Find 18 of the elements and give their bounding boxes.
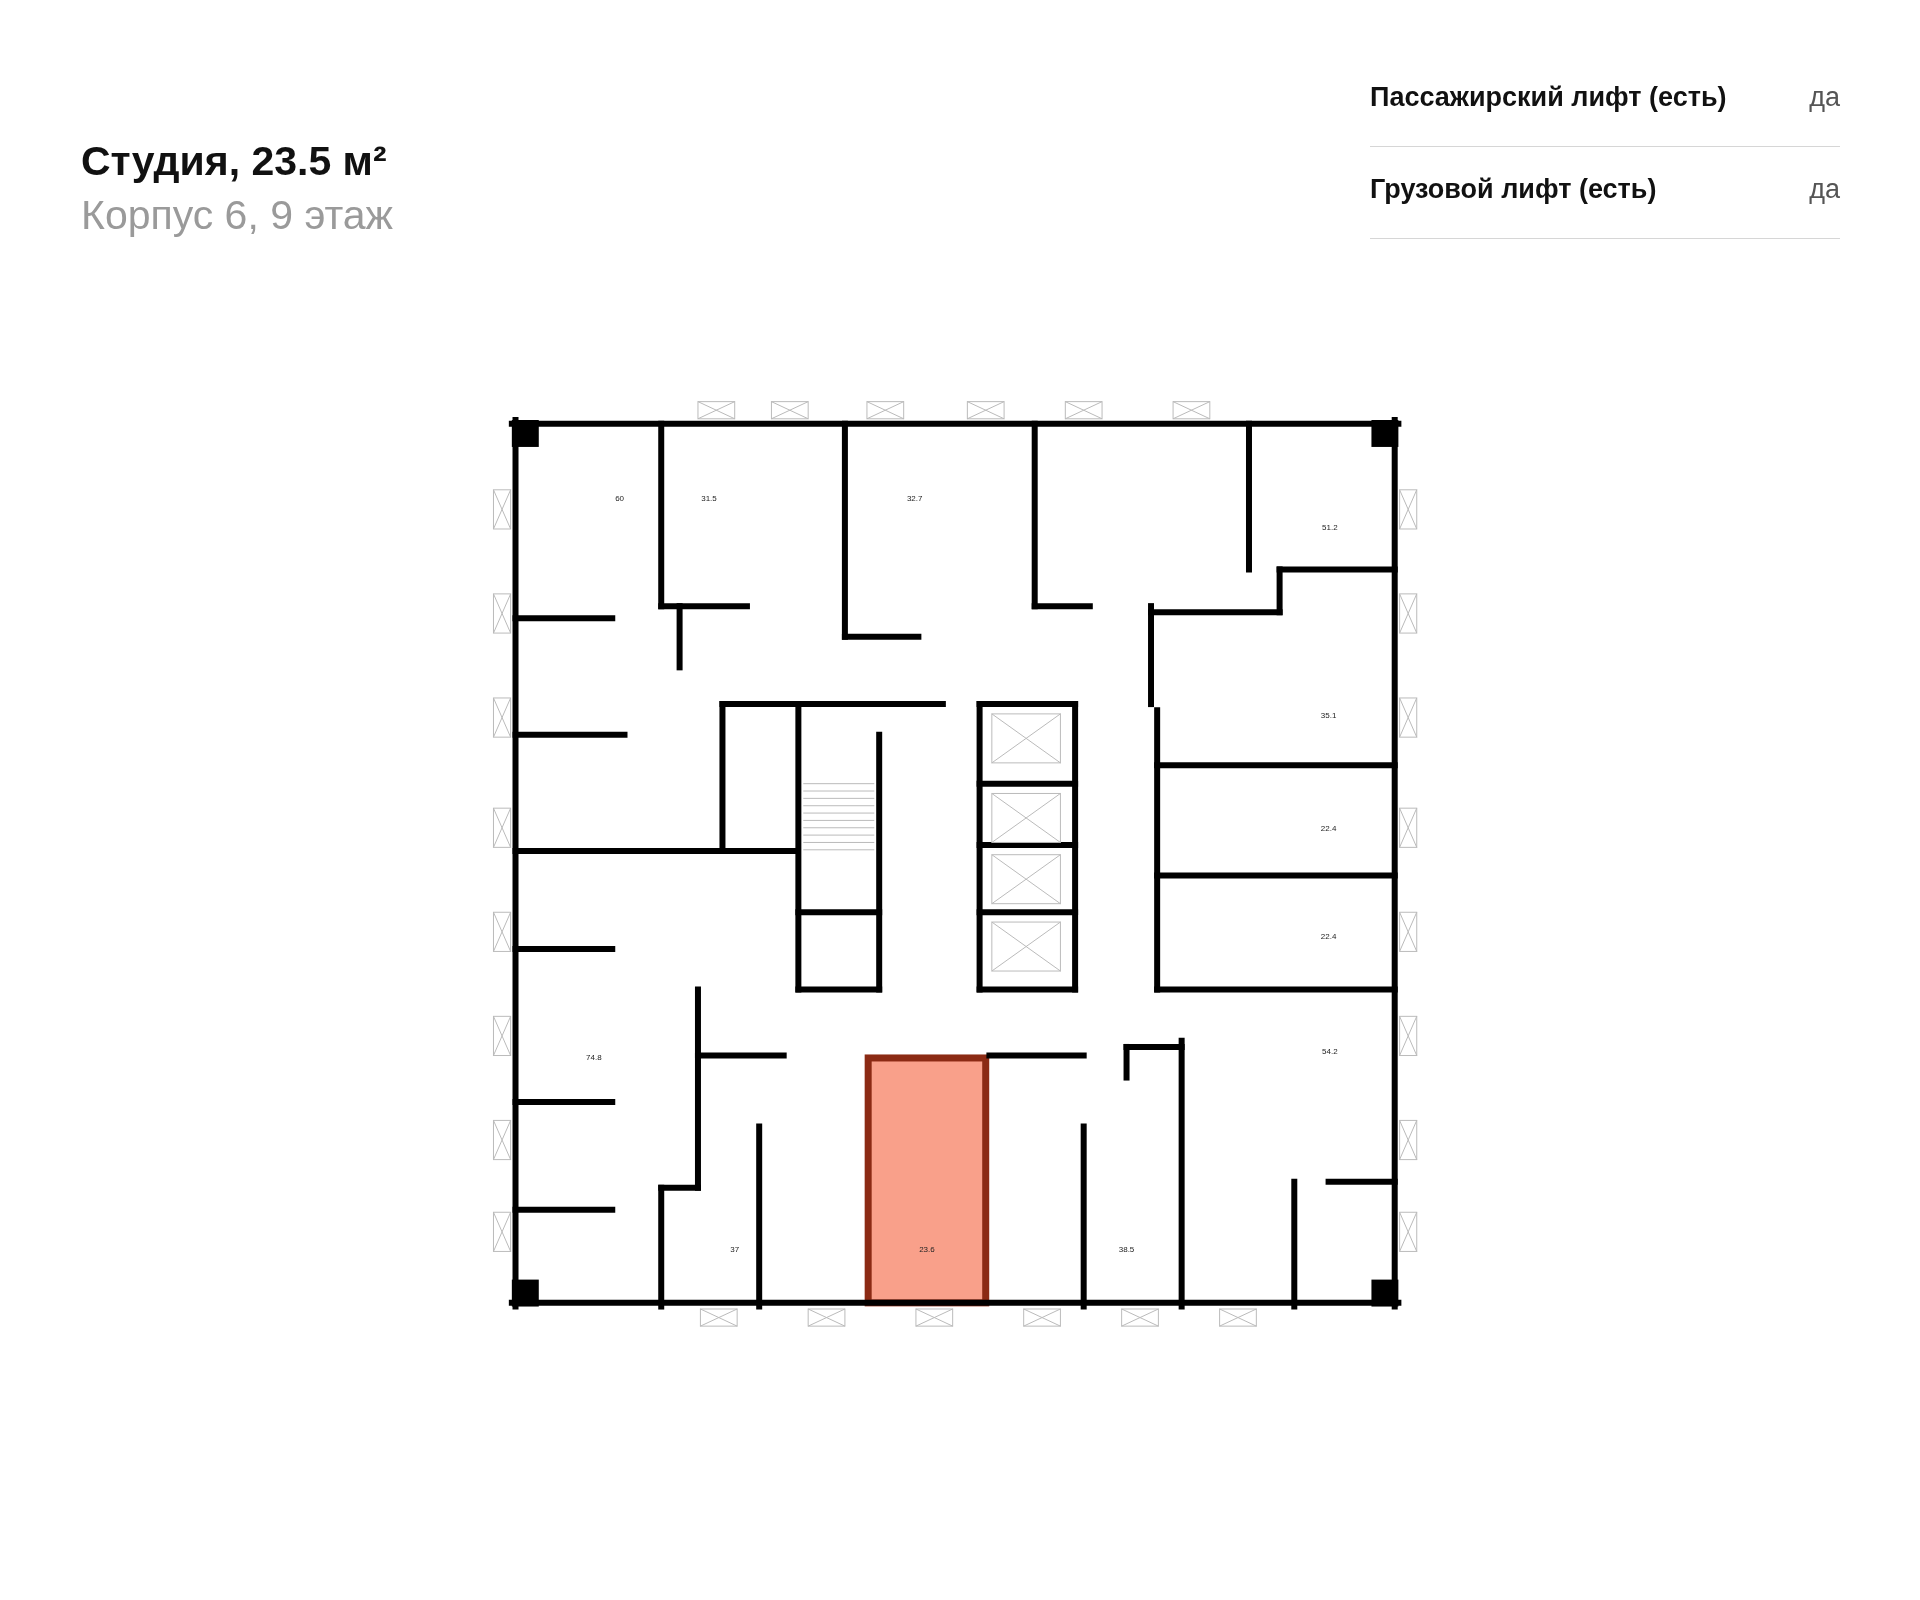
apartment-area: 22.4 <box>1320 931 1337 940</box>
feature-value: да <box>1809 174 1840 205</box>
apartment-area: 32.7 <box>906 493 923 503</box>
feature-value: да <box>1809 82 1840 113</box>
apartment-area: 38.5 <box>1118 1244 1135 1254</box>
apartment-area: 37 <box>730 1244 740 1254</box>
apartment-area: 23.6 <box>919 1244 935 1254</box>
building-floor-subtitle: Корпус 6, 9 этаж <box>81 192 393 239</box>
apartment-area: 35.1 <box>1320 710 1337 720</box>
apartment-area: 51.2 <box>1322 522 1338 532</box>
apartment-title: Студия, 23.5 м² <box>81 138 387 185</box>
apartment-area: 22.4 <box>1320 823 1337 833</box>
apartment-area: 60 <box>615 493 625 503</box>
feature-label: Пассажирский лифт (есть) <box>1370 82 1727 113</box>
feature-label: Грузовой лифт (есть) <box>1370 174 1657 205</box>
apartment-area: 31.5 <box>701 493 717 503</box>
apartment-area: 74.8 <box>586 1052 602 1062</box>
apartment-area: 54.2 <box>1322 1046 1338 1056</box>
